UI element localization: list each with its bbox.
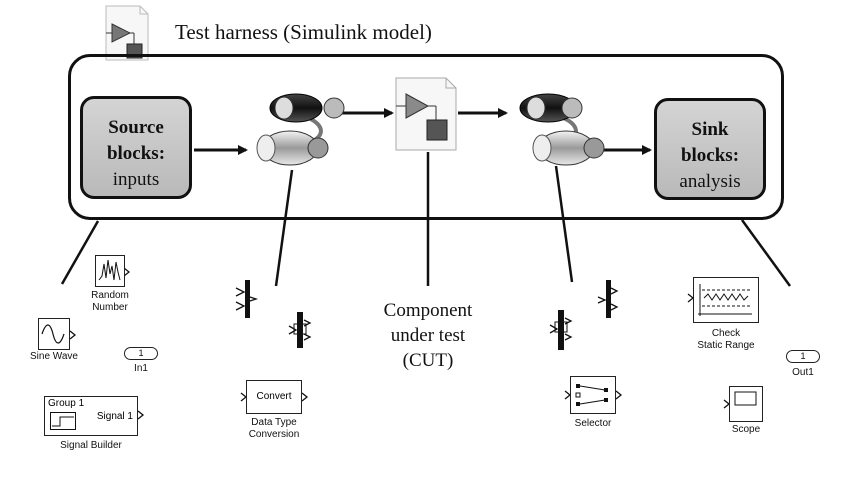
cut-label: Component under test (CUT) [358, 298, 498, 373]
scope-icon [734, 391, 757, 406]
csr-line2: Static Range [697, 340, 755, 351]
scope-block[interactable] [729, 386, 763, 422]
dtc-line2: Conversion [248, 429, 300, 440]
source-line3: inputs [112, 169, 160, 190]
check-static-range-block[interactable] [693, 277, 759, 323]
data-type-conversion-label: Data Type Conversion [238, 417, 310, 441]
cut-model-icon [395, 77, 457, 151]
sine-wave-block[interactable] [38, 318, 70, 350]
right-connector-plug-icon [519, 93, 605, 166]
cut-line1: Component [383, 300, 473, 321]
signal-builder-signal: Signal 1 [96, 411, 133, 422]
out1-label: Out1 [792, 367, 814, 378]
sink-line2: blocks: [680, 145, 740, 166]
random-number-line1: Random [91, 290, 129, 301]
signal-builder-label: Signal Builder [60, 440, 122, 451]
signal-builder-group: Group 1 [48, 398, 85, 409]
model-icon [105, 5, 149, 61]
selector-block[interactable] [570, 376, 616, 414]
check-static-range-label: Check Static Range [686, 328, 766, 352]
sink-line3: analysis [679, 171, 741, 192]
selector-icon [575, 384, 608, 406]
convert-text: Convert [256, 391, 292, 402]
selector-label: Selector [574, 418, 612, 429]
source-line1: Source [108, 117, 164, 138]
sink-line1: Sink [691, 119, 729, 140]
random-number-label: Random Number [84, 290, 136, 314]
sink-blocks-group: Sink blocks: analysis [654, 98, 766, 200]
step-signal-icon [50, 412, 76, 430]
sine-wave-label: Sine Wave [30, 351, 78, 362]
source-line2: blocks: [106, 143, 166, 164]
out1-port[interactable]: 1 [786, 350, 820, 363]
left-connector-plug-icon [256, 93, 345, 166]
random-signal-icon [98, 259, 121, 281]
leader-right-plug [554, 165, 574, 283]
in1-label: In1 [134, 363, 148, 374]
test-harness-container [68, 54, 784, 220]
source-blocks-group: Source blocks: inputs [80, 96, 192, 199]
in1-port[interactable]: 1 [124, 347, 158, 360]
cut-line2: under test [390, 325, 466, 346]
dtc-line1: Data Type [251, 417, 297, 428]
random-number-line2: Number [92, 302, 128, 313]
leader-left-plug [274, 169, 294, 287]
signal-builder-block[interactable]: Group 1 Signal 1 [44, 396, 138, 436]
harness-title: Test harness (Simulink model) [175, 20, 432, 44]
cut-line3: (CUT) [402, 350, 454, 371]
random-number-block[interactable] [95, 255, 125, 287]
leader-source [60, 220, 100, 285]
csr-line1: Check [711, 328, 741, 339]
mux-icon-left [235, 280, 259, 318]
sine-icon [41, 324, 65, 344]
data-type-conversion-block[interactable]: Convert [246, 380, 302, 414]
static-range-icon [698, 284, 752, 316]
bus-selector-icon-right [549, 310, 573, 350]
bus-selector-icon-left [288, 312, 312, 348]
leader-sink [740, 219, 792, 287]
demux-icon-right [597, 280, 619, 318]
scope-label: Scope [731, 424, 761, 435]
